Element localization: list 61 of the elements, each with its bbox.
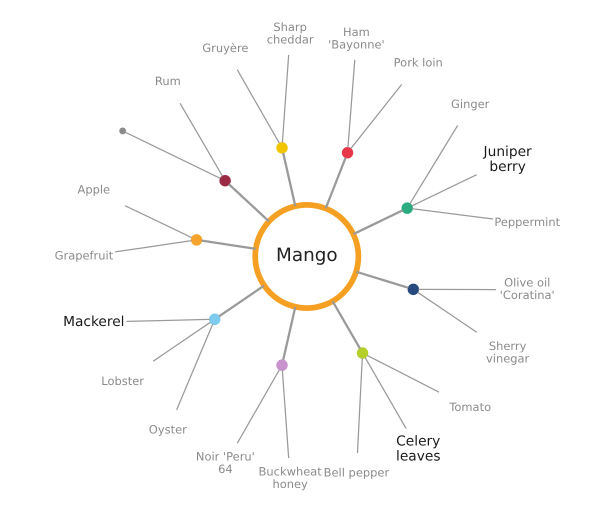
node-text: Sherry vinegar: [486, 338, 529, 365]
connector: [281, 54, 289, 142]
node-text: Mackerel: [62, 313, 124, 330]
connector: [114, 240, 192, 252]
connector: [236, 369, 280, 444]
connector: [356, 358, 362, 453]
node-circle: [407, 283, 419, 295]
connector: [152, 321, 210, 362]
node-circle: [400, 202, 412, 214]
connector: [366, 354, 439, 392]
connector: [126, 318, 210, 322]
connector: [364, 356, 406, 428]
node-text: Grapefruit: [54, 248, 113, 262]
connector: [124, 131, 220, 178]
connector: [176, 323, 213, 410]
node-circle: [276, 358, 288, 370]
connector: [124, 204, 192, 238]
node-text: Noir 'Peru' 64: [195, 449, 254, 476]
connector: [282, 306, 296, 360]
node-text: Lobster: [100, 373, 144, 388]
node-text: Pork loin: [393, 54, 442, 69]
connector: [201, 239, 256, 250]
connector: [352, 208, 403, 235]
node-text: Apple: [77, 182, 110, 196]
node-text: Sharp cheddar: [266, 19, 314, 46]
connector: [228, 182, 270, 222]
node-text: Juniper berry: [483, 143, 532, 174]
node-text: Gruyère: [202, 40, 248, 54]
node-circle: [356, 346, 368, 358]
connector: [417, 291, 477, 332]
connector: [411, 174, 476, 206]
connector: [346, 59, 355, 148]
connector: [236, 68, 280, 143]
connector: [355, 270, 408, 288]
connector: [350, 84, 402, 148]
connector: [281, 370, 289, 458]
node-circle: [218, 174, 230, 186]
node-circle: [208, 313, 220, 325]
connector: [179, 102, 222, 176]
connector: [412, 208, 493, 220]
node-circle: [190, 234, 202, 246]
node-text: Ginger: [450, 96, 489, 110]
connector: [218, 284, 264, 317]
node-text: Olive oil 'Coratina': [499, 274, 554, 302]
connector: [418, 288, 496, 290]
connector: [331, 300, 360, 349]
node-circle: [341, 146, 353, 158]
node-circle: [276, 142, 288, 154]
node-text: Oyster: [148, 422, 186, 436]
node-text: Ham 'Bayonne': [328, 24, 384, 51]
connector: [324, 156, 346, 208]
node-circle: Mango: [252, 202, 361, 310]
node-text: Peppermint: [494, 214, 560, 229]
node-text: Rum: [154, 74, 180, 88]
node-circle: [118, 127, 126, 134]
connector: [282, 152, 296, 206]
node-text: Celery leaves: [396, 433, 440, 464]
connector: [408, 124, 458, 204]
node-text: Buckwheat honey: [258, 464, 322, 490]
node-text: Bell pepper: [323, 465, 389, 480]
node-text: Tomato: [448, 399, 491, 414]
